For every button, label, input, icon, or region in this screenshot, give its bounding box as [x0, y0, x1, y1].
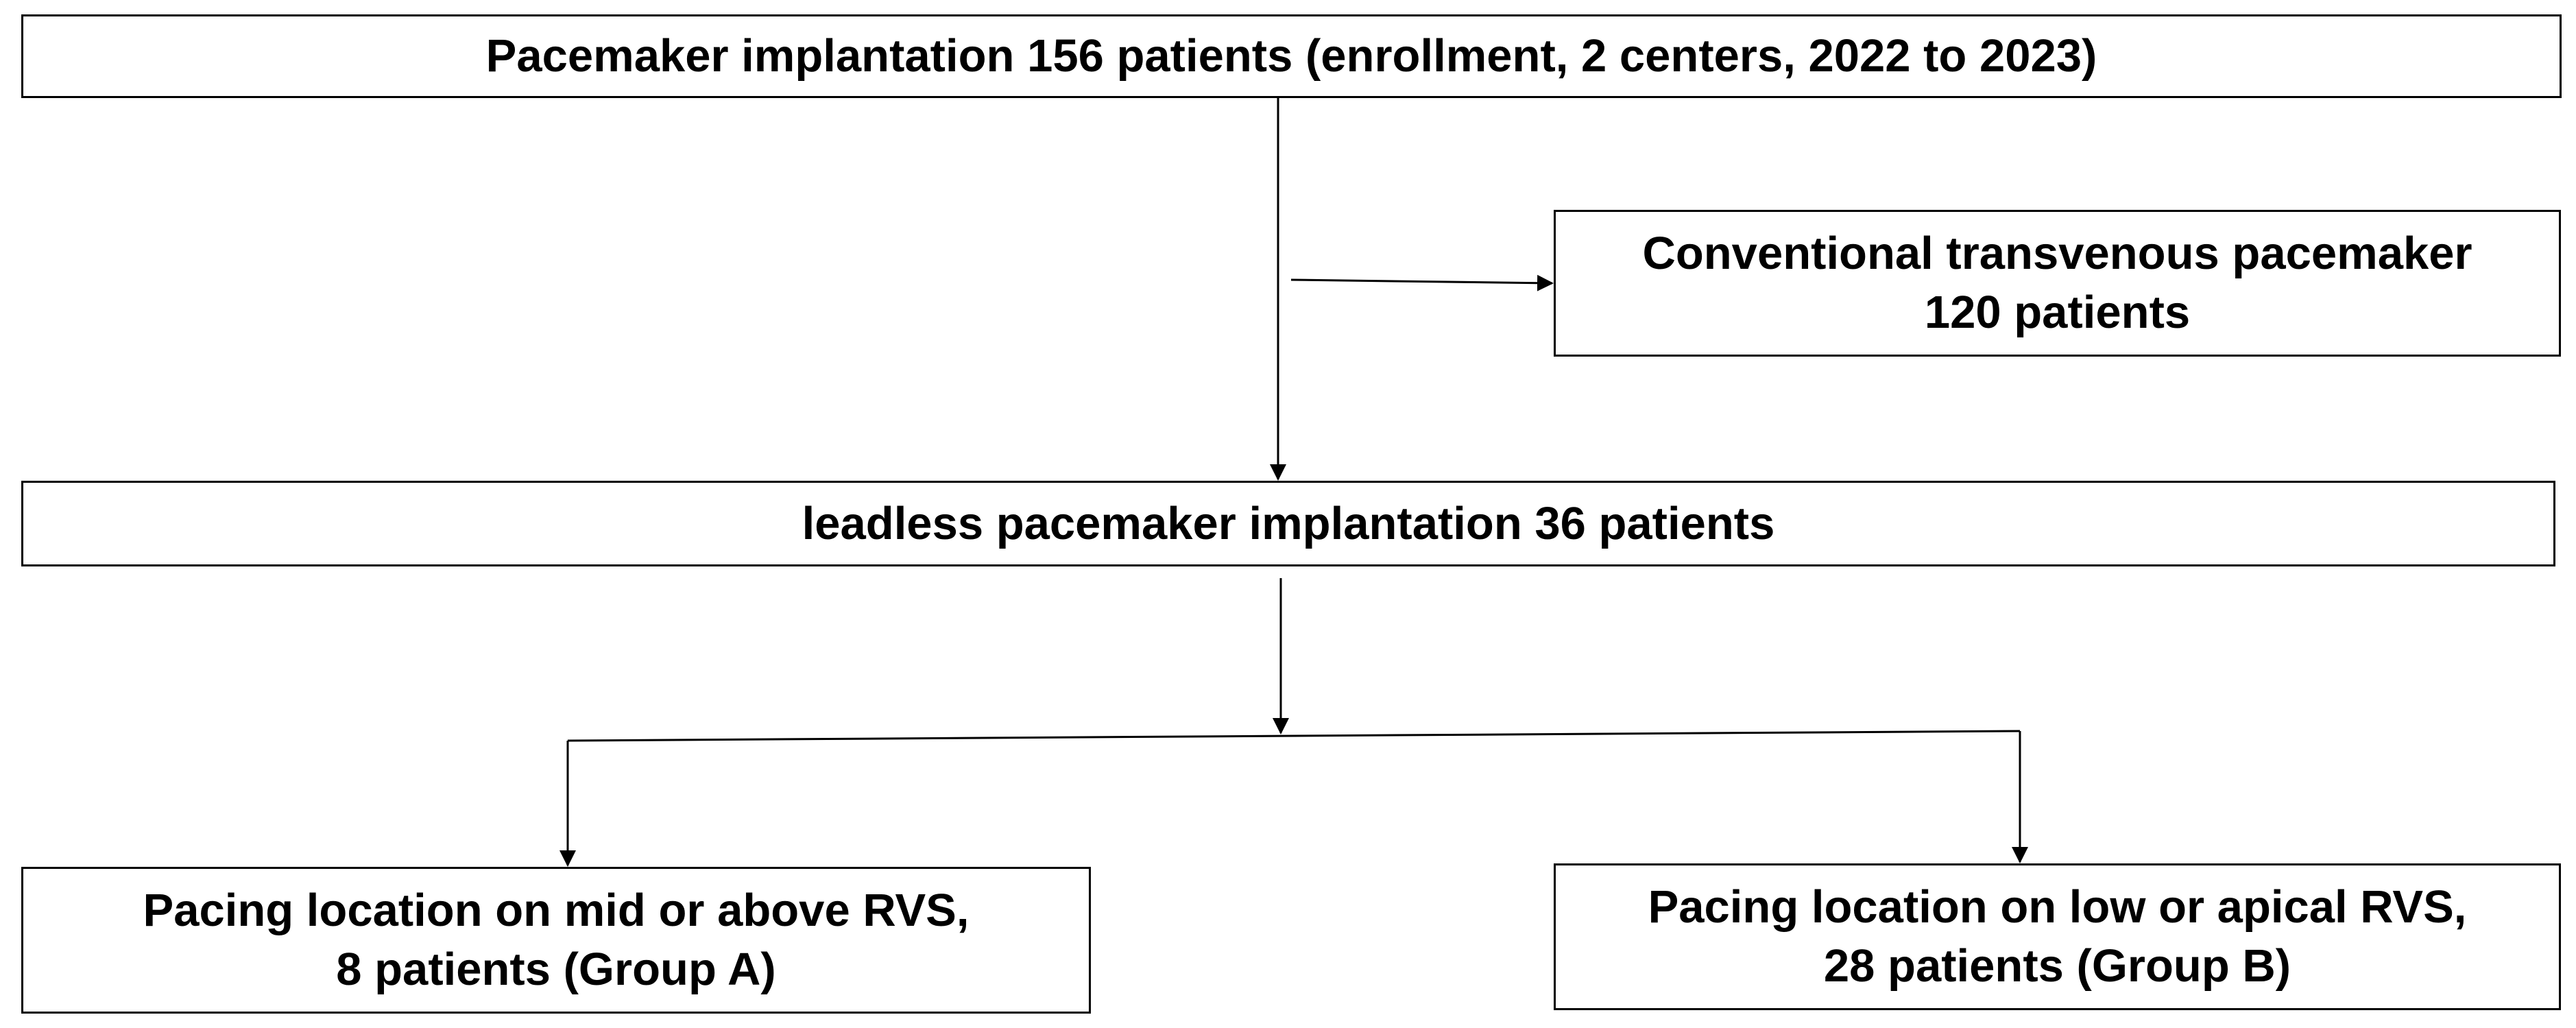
leadless-pacemaker-text: leadless pacemaker implantation 36 patie…: [802, 497, 1775, 549]
arrow-to-conventional: [1290, 274, 1554, 291]
group-a-location: Pacing location on mid or above RVS,: [143, 885, 970, 936]
enrollment-box: Pacemaker implantation 156 patients (enr…: [21, 14, 2562, 98]
split-line: [567, 730, 2021, 742]
group-b-location: Pacing location on low or apical RVS,: [1648, 881, 2467, 933]
group-b-box: Pacing location on low or apical RVS, 28…: [1554, 863, 2561, 1010]
conventional-pacemaker-box: Conventional transvenous pacemaker 120 p…: [1554, 210, 2561, 357]
group-b-count: 28 patients (Group B): [1823, 940, 2291, 992]
conventional-pacemaker-text: Conventional transvenous pacemaker: [1642, 228, 2472, 279]
group-a-count: 8 patients (Group A): [336, 944, 776, 995]
enrollment-text: Pacemaker implantation 156 patients (enr…: [485, 30, 2097, 82]
conventional-pacemaker-count: 120 patients: [1924, 287, 2191, 338]
leadless-pacemaker-box: leadless pacemaker implantation 36 patie…: [21, 481, 2555, 566]
group-a-box: Pacing location on mid or above RVS, 8 p…: [21, 867, 1091, 1014]
